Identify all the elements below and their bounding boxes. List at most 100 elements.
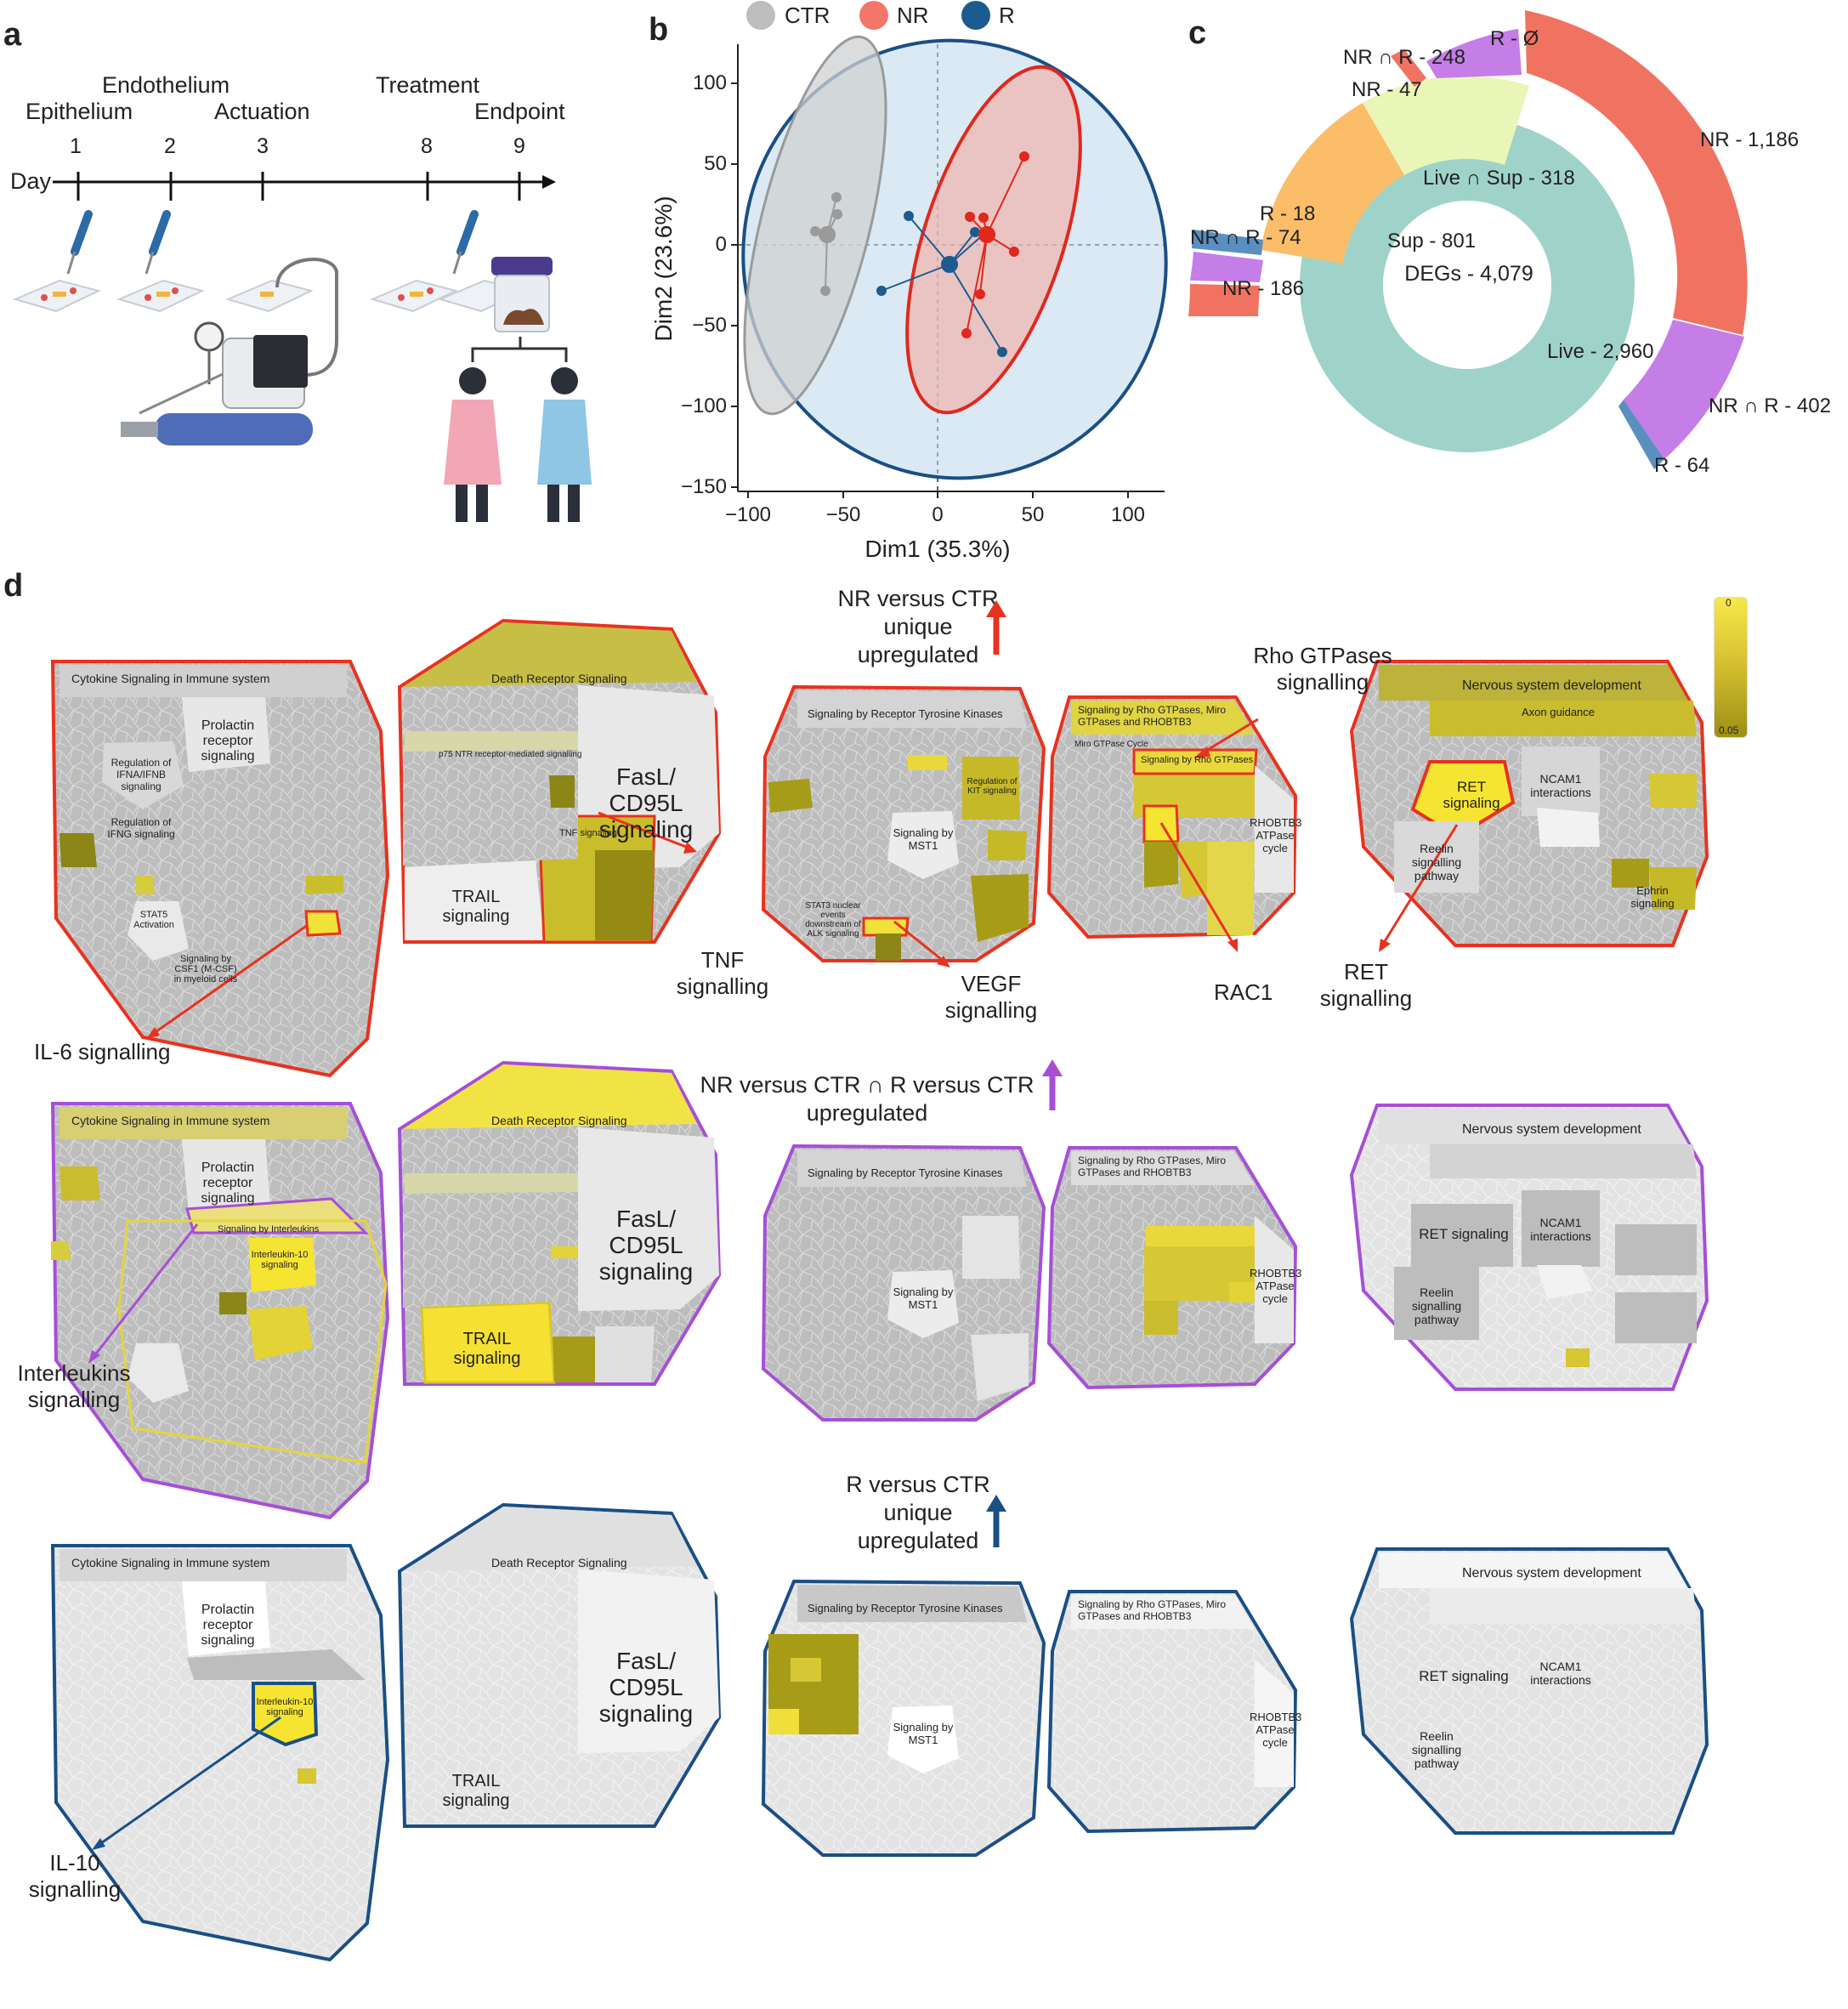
- row2-title-rtk: Signaling by Receptor Tyrosine Kinases: [808, 1166, 1003, 1179]
- row3-label-fasl: FasL/ CD95L signaling: [598, 1648, 694, 1727]
- annotation-vegf: VEGF signalling: [944, 971, 1038, 1023]
- row2-label-trail: TRAIL signaling: [453, 1330, 521, 1368]
- row2-label-ret: RET signaling: [1419, 1226, 1509, 1242]
- stage-epithelium: Epithelium: [26, 99, 133, 124]
- label-sup-801: Sup - 801: [1387, 230, 1477, 253]
- legend-nr-swatch: [859, 1, 888, 30]
- row3-label-ncam1: NCAM1 interactions: [1530, 1660, 1591, 1687]
- legend-r-swatch: [961, 1, 990, 30]
- row2-title-cytokine: Cytokine Signaling in Immune system: [71, 1114, 270, 1127]
- row3-label-mst1: Signaling by MST1: [893, 1721, 954, 1746]
- row-title-nr-unique: NR versus CTR unique upregulated: [837, 586, 999, 667]
- row3-title-nervous: Nervous system development: [1462, 1566, 1641, 1581]
- ytick-neg50: −50: [692, 314, 727, 337]
- label-nr-r-74: NR ∩ R - 74: [1190, 226, 1301, 249]
- ring-nr-r-402: [1624, 320, 1744, 459]
- label-nr-186: NR - 186: [1222, 277, 1305, 300]
- row2-title-nervous: Nervous system development: [1462, 1122, 1641, 1137]
- annotation-rac1: RAC1: [1214, 979, 1273, 1005]
- stage-actuation: Actuation: [214, 99, 310, 124]
- label-r-empty: R - Ø: [1490, 27, 1539, 50]
- row1-label-csf1: Signaling by CSF1 (M-CSF) in myeloid cel…: [173, 954, 238, 985]
- day-axis-label: Day: [10, 168, 52, 194]
- row2-rtk-map: [761, 1144, 1046, 1422]
- row2-rho-map: [1046, 1146, 1298, 1390]
- row1-label-kit: Regulation of KIT signaling: [967, 777, 1018, 796]
- row3-title-rtk: Signaling by Receptor Tyrosine Kinases: [808, 1602, 1003, 1615]
- row1-label-tnf: TNF signaling: [559, 828, 617, 838]
- row1-label-trail: TRAIL signaling: [442, 888, 510, 926]
- row1-label-axon: Axon guidance: [1522, 706, 1596, 718]
- ring-r-18: [1192, 230, 1263, 255]
- ring-nr-186: [1188, 284, 1260, 316]
- ring-nr-r-74: [1190, 252, 1263, 282]
- row2-cytokine-map: [50, 1102, 390, 1520]
- ring-r-64: [1618, 400, 1664, 469]
- gas-cylinder-icon: [155, 413, 313, 445]
- day-tick-2: 2: [164, 134, 176, 158]
- ring-nr-r-248: [1426, 29, 1522, 78]
- row1-rho-map: [1046, 695, 1298, 939]
- row1-label-ifng: Regulation of IFNG signaling: [107, 816, 175, 840]
- ring-nr-1186: [1525, 10, 1748, 335]
- legend-ctr-label: CTR: [785, 3, 830, 28]
- row1-label-reelin: Reelin signalling pathway: [1411, 842, 1462, 882]
- annotation-il6: IL-6 signalling: [34, 1039, 171, 1064]
- row3-cytokine-map: [50, 1544, 390, 1962]
- xtick-100: 100: [1110, 503, 1146, 526]
- row3-label-il10: Interleukin-10 signaling: [256, 1697, 314, 1717]
- legend-nr-label: NR: [897, 3, 929, 28]
- ytick-neg100: −100: [680, 394, 727, 417]
- row2-nervous-map: [1349, 1104, 1709, 1391]
- panel-label-b: b: [649, 12, 669, 48]
- ellipse-ctr: [743, 35, 887, 416]
- row1-title-death: Death Receptor Signaling: [491, 672, 627, 685]
- panel-c-donut: DEGs - 4,079 R - Ø NR ∩ R - 248 NR - 47 …: [1182, 0, 1848, 570]
- row1-label-prolactin: Prolactin receptor signaling: [201, 718, 255, 763]
- x-axis-label: Dim1 (35.3%): [864, 536, 1011, 562]
- row3-rtk-map: [761, 1579, 1046, 1857]
- xtick-50: 50: [1021, 503, 1045, 526]
- ring-nr-47: [1391, 49, 1426, 87]
- row3-label-rhobtb3: RHOBTB3 ATPase cycle: [1250, 1711, 1302, 1749]
- annotation-tnf: TNF signalling: [676, 947, 769, 999]
- row3-title-death: Death Receptor Signaling: [491, 1556, 627, 1569]
- pipette-icon: [71, 210, 479, 256]
- row1-title-nervous: Nervous system development: [1462, 678, 1641, 693]
- row2-label-rhobtb3: RHOBTB3 ATPase cycle: [1250, 1267, 1302, 1305]
- pressure-gauge-icon: [194, 321, 224, 352]
- xtick-neg100: −100: [724, 503, 772, 526]
- patient-r-icon: [537, 367, 592, 522]
- nr-points: [961, 151, 1029, 338]
- row1-label-ephrin: Ephrin signaling: [1630, 884, 1675, 910]
- day-tick-8: 8: [421, 134, 433, 158]
- row2-label-mst1: Signaling by MST1: [893, 1285, 954, 1311]
- legend-ctr-swatch: [746, 1, 775, 30]
- row3-death-map: [397, 1502, 722, 1828]
- row2-label-fasl: FasL/ CD95L signaling: [598, 1206, 694, 1285]
- row1-label-p75: p75 NTR receptor-mediated signalling: [439, 750, 582, 759]
- row2-title-death: Death Receptor Signaling: [491, 1114, 627, 1127]
- panel-label-c: c: [1188, 15, 1207, 51]
- row3-label-ret: RET signaling: [1419, 1668, 1509, 1684]
- ytick-neg150: −150: [680, 475, 727, 498]
- row1-label-ifna: Regulation of IFNA/IFNB signaling: [111, 757, 172, 792]
- panel-b-pca: CTR NR R 100 50 0 −50 −100 −150 −100 −50…: [642, 0, 1186, 570]
- annotation-il10: IL-10 signalling: [28, 1850, 122, 1902]
- row1-death-map: [397, 618, 722, 944]
- row1-cytokine-map: [50, 660, 390, 1078]
- label-nr-47: NR - 47: [1352, 78, 1422, 101]
- donut-center-label: DEGs - 4,079: [1404, 262, 1533, 286]
- row1-title-cytokine: Cytokine Signaling in Immune system: [71, 672, 270, 685]
- stage-endothelium: Endothelium: [102, 72, 230, 98]
- row2-label-prolactin: Prolactin receptor signaling: [201, 1161, 255, 1206]
- patient-nr-icon: [444, 367, 502, 522]
- row2-title-rho: Signaling by Rho GTPases, Miro GTPases a…: [1078, 1155, 1227, 1178]
- row3-label-prolactin: Prolactin receptor signaling: [201, 1603, 255, 1648]
- panel-label-a: a: [3, 17, 22, 53]
- row3-nervous-map: [1349, 1547, 1709, 1835]
- ring-sup: [1261, 103, 1404, 264]
- legend-r-label: R: [999, 3, 1015, 28]
- row1-label-rhobtb3: RHOBTB3 ATPase cycle: [1250, 816, 1302, 854]
- timeline-illustration: [13, 172, 592, 522]
